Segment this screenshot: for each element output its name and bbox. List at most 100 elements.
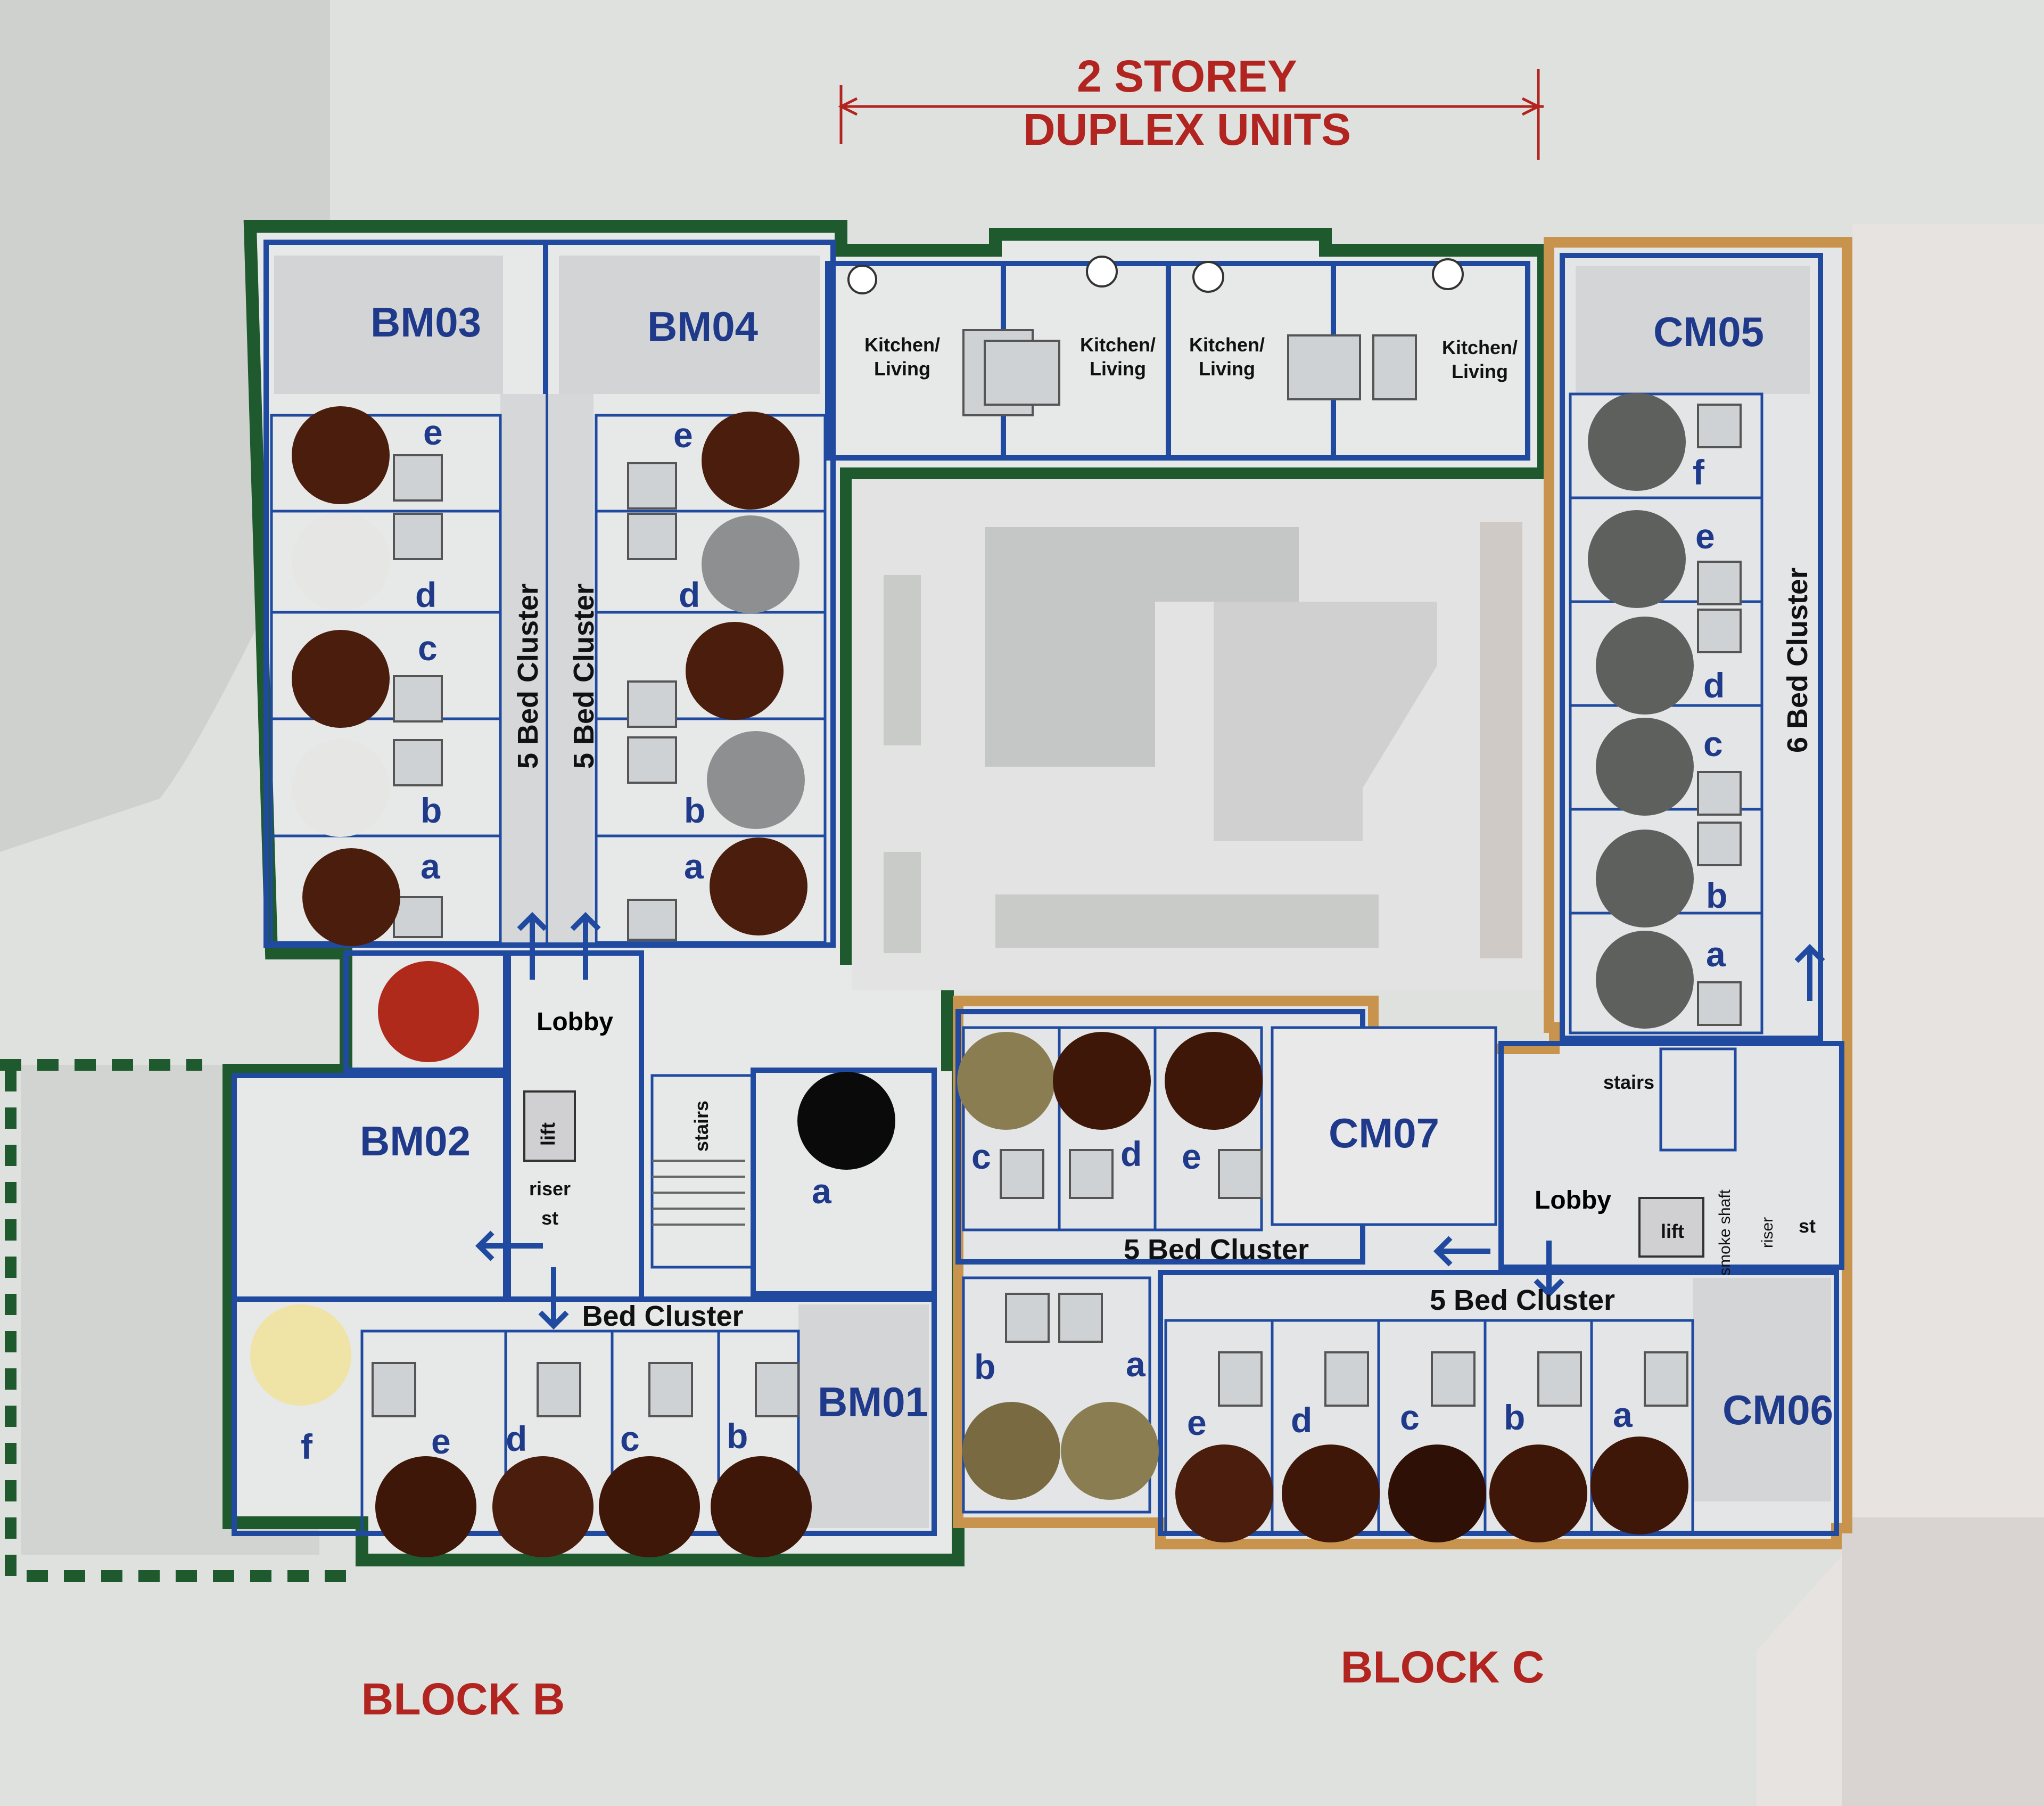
room-letter: c	[418, 628, 438, 668]
marker	[1282, 1444, 1380, 1542]
room-letter: b	[1706, 876, 1727, 915]
room-letter: a	[684, 847, 704, 886]
room-letter: c	[1703, 724, 1723, 764]
marker	[1596, 617, 1694, 715]
marker	[292, 739, 390, 837]
stairs-b-label: stairs	[690, 1101, 712, 1152]
unit-label-cm06: CM06	[1722, 1386, 1833, 1433]
marker	[1596, 931, 1694, 1029]
duplex-label: Living	[1090, 358, 1146, 380]
marker	[957, 1032, 1055, 1130]
bm01-room-letters: a f e d c b	[301, 1171, 832, 1466]
marker	[292, 630, 390, 728]
room-letter: a	[1613, 1395, 1633, 1434]
unit-label-cm05: CM05	[1653, 308, 1764, 355]
cluster-label-bm04: 5 Bed Cluster	[568, 584, 600, 769]
cm06-room-letters: e d c b a	[1187, 1395, 1633, 1442]
bm04-markers	[686, 412, 807, 935]
marker	[962, 1402, 1060, 1500]
cm07-markers	[957, 1032, 1263, 1500]
room-letter: c	[1400, 1398, 1420, 1437]
marker	[375, 1456, 476, 1557]
lift-c-label: lift	[1661, 1220, 1684, 1242]
neighbour-area	[1757, 224, 2044, 1806]
header-line2: DUPLEX UNITS	[1023, 104, 1351, 154]
marker	[302, 848, 400, 946]
marker	[1165, 1032, 1263, 1130]
planter	[1480, 522, 1522, 958]
cluster-label-cm06: 5 Bed Cluster	[1430, 1284, 1615, 1316]
marker	[686, 622, 784, 720]
unit-label-bm04: BM04	[647, 303, 758, 350]
room-letter: a	[1126, 1344, 1146, 1384]
cm05-markers	[1588, 393, 1694, 1029]
marker	[711, 1456, 812, 1557]
duplex-units	[825, 256, 1530, 461]
room-letter: c	[971, 1137, 991, 1176]
block-b-label: BLOCK B	[361, 1674, 565, 1724]
lobby-c-label: Lobby	[1535, 1186, 1611, 1214]
cm07-living	[1271, 1026, 1497, 1226]
room-letter: e	[431, 1422, 451, 1461]
marker	[292, 406, 390, 504]
planter	[884, 852, 921, 953]
unit-cm05-walls	[1560, 253, 1823, 1041]
duplex-label: Living	[1452, 360, 1508, 382]
room-letter: b	[684, 791, 705, 830]
room-letter: f	[1693, 453, 1705, 492]
room-letter: d	[1703, 666, 1725, 705]
lift-b-label: lift	[537, 1122, 559, 1146]
marker	[1588, 510, 1686, 608]
smoke-shaft-label: smoke shaft	[1716, 1189, 1734, 1275]
st-c-label: st	[1799, 1215, 1816, 1237]
cm05-living	[1576, 266, 1810, 394]
bm03-room-letters: e d c b a	[415, 413, 443, 886]
marker	[599, 1456, 700, 1557]
room-letter: b	[421, 791, 442, 830]
duplex-label: Kitchen/	[1080, 334, 1156, 356]
unit-label-bm01: BM01	[818, 1378, 928, 1425]
duplex-label: Living	[874, 358, 930, 380]
bm03-living	[274, 256, 503, 394]
cm06-markers	[1175, 1436, 1688, 1542]
lobby-b-label: Lobby	[537, 1008, 613, 1036]
marker	[1061, 1402, 1159, 1500]
duplex-labels: Kitchen/ Living Kitchen/ Living Kitchen/…	[864, 334, 1518, 382]
marker	[492, 1456, 594, 1557]
lift-b	[523, 1090, 576, 1162]
duplex-label: Living	[1199, 358, 1255, 380]
marker	[1588, 393, 1686, 491]
marker	[797, 1072, 895, 1170]
courtyard-building	[985, 527, 1299, 767]
marker	[1388, 1444, 1486, 1542]
planter	[995, 894, 1379, 948]
bm04-bedrooms	[595, 414, 827, 944]
marker	[1175, 1444, 1273, 1542]
duplex-label: Kitchen/	[1442, 336, 1518, 358]
bm01-room-a	[751, 1068, 937, 1296]
room-letter: e	[1187, 1403, 1207, 1442]
marker	[1590, 1436, 1688, 1534]
bm04-living	[559, 256, 820, 394]
room-letter: d	[415, 575, 436, 614]
marker	[1596, 718, 1694, 816]
cm05-room-letters: f e d c b a	[1693, 453, 1727, 974]
boundary-dashed	[5, 1070, 351, 1582]
bm01-markers	[250, 1304, 812, 1557]
bm01-bedrooms	[360, 1329, 800, 1535]
landscape-area	[0, 0, 330, 852]
marker	[702, 515, 800, 613]
unit-label-cm07: CM07	[1329, 1110, 1439, 1156]
st-b-label: st	[541, 1207, 558, 1229]
planter	[884, 575, 921, 745]
marker	[707, 731, 805, 829]
stairs-c-label: stairs	[1603, 1071, 1654, 1093]
room-letter: c	[620, 1419, 640, 1458]
marker	[1053, 1032, 1151, 1130]
core-c	[1498, 1041, 1844, 1270]
room-letter: d	[1291, 1400, 1312, 1440]
room-letter: d	[1120, 1134, 1142, 1173]
room-letter: e	[423, 413, 443, 452]
room-letter: a	[421, 847, 441, 886]
marker	[292, 513, 390, 611]
